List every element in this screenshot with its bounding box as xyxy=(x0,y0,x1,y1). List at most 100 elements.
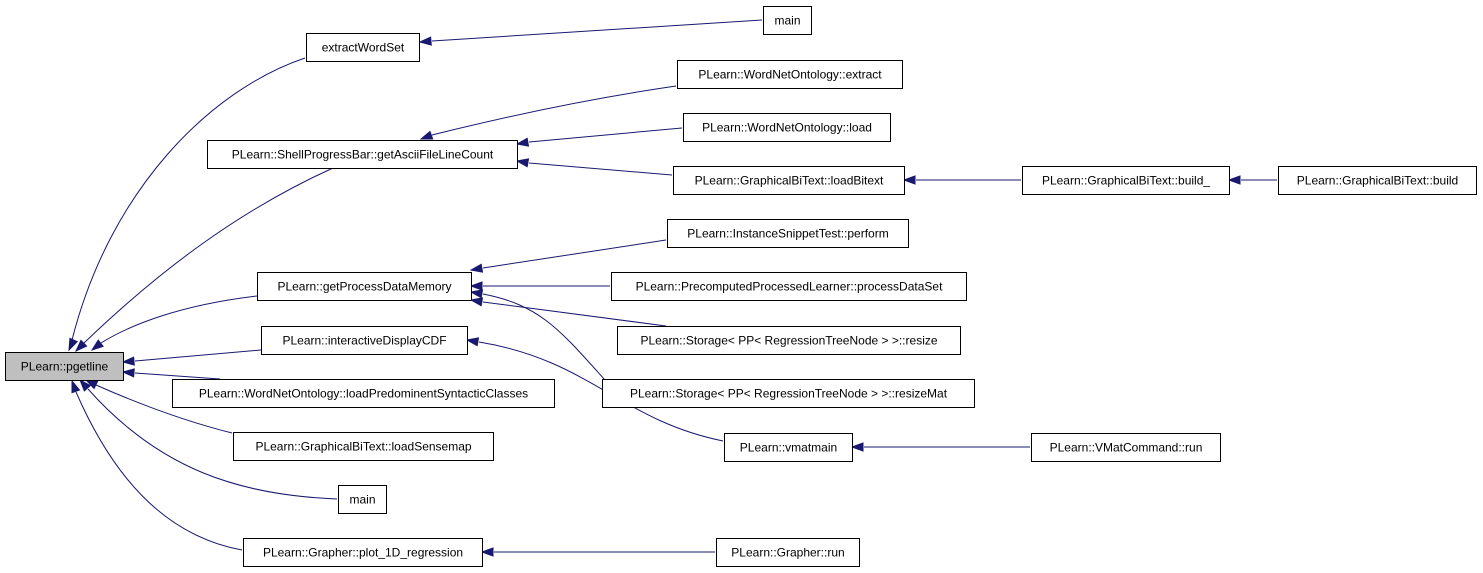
edge-ppl_processDataSet-to-getProcessDataMemory xyxy=(469,281,610,291)
node-label: PLearn::PrecomputedProcessedLearner::pro… xyxy=(636,280,944,294)
node-box xyxy=(172,379,555,408)
node-gbt_loadBitext[interactable]: PLearn::GraphicalBiText::loadBitext xyxy=(673,166,905,195)
node-grapher_run[interactable]: PLearn::Grapher::run xyxy=(716,538,860,567)
node-box xyxy=(306,33,420,62)
edge-extractWordSet-to-pgetline xyxy=(68,57,306,352)
node-wn_extract[interactable]: PLearn::WordNetOntology::extract xyxy=(677,60,903,89)
edge-gbt_loadBitext-to-getAsciiFileLineCount xyxy=(515,158,673,176)
node-label: PLearn::GraphicalBiText::build xyxy=(1297,174,1458,188)
node-box xyxy=(763,6,812,35)
edge-vmatcommand_run-to-vmatmain xyxy=(850,442,1030,452)
edge-line xyxy=(482,239,667,269)
node-label: PLearn::GraphicalBiText::loadSensemap xyxy=(255,440,471,454)
node-main_top[interactable]: main xyxy=(763,6,812,35)
edge-line xyxy=(134,372,221,380)
node-gbt_build_[interactable]: PLearn::GraphicalBiText::build_ xyxy=(1022,166,1230,195)
node-getProcessDataMemory[interactable]: PLearn::getProcessDataMemory xyxy=(257,272,472,301)
edge-getAsciiFileLineCount-to-pgetline xyxy=(74,167,334,353)
arrowhead-icon xyxy=(1227,175,1241,185)
node-label: PLearn::vmatmain xyxy=(740,441,837,455)
node-box xyxy=(1031,433,1221,462)
node-label: PLearn::Grapher::run xyxy=(731,546,844,560)
edges-layer xyxy=(68,19,1277,557)
nodes-layer: PLearn::pgetlineextractWordSetmainPLearn… xyxy=(5,6,1477,567)
node-label: PLearn::GraphicalBiText::build_ xyxy=(1042,174,1210,188)
node-box xyxy=(257,272,472,301)
arrowhead-icon xyxy=(850,442,864,452)
node-gbt_build[interactable]: PLearn::GraphicalBiText::build xyxy=(1278,166,1477,195)
node-label: PLearn::WordNetOntology::extract xyxy=(698,68,882,82)
edge-gbt_build_-to-gbt_loadBitext xyxy=(902,175,1021,185)
node-box xyxy=(1278,166,1477,195)
arrowhead-icon xyxy=(469,297,484,307)
node-box xyxy=(667,219,909,248)
edge-ist_perform-to-getProcessDataMemory xyxy=(469,239,667,273)
arrowhead-icon xyxy=(469,263,484,273)
node-box xyxy=(716,538,860,567)
node-label: extractWordSet xyxy=(322,41,405,55)
node-wn_load[interactable]: PLearn::WordNetOntology::load xyxy=(683,113,891,142)
node-box xyxy=(602,379,975,408)
node-label: PLearn::Storage< PP< RegressionTreeNode … xyxy=(630,387,948,401)
node-label: PLearn::ShellProgressBar::getAsciiFileLi… xyxy=(232,148,494,162)
edge-storage_resize-to-getProcessDataMemory xyxy=(469,297,667,327)
node-label: PLearn::Storage< PP< RegressionTreeNode … xyxy=(640,334,937,348)
edge-line xyxy=(71,57,306,341)
edge-wn_load-to-getAsciiFileLineCount xyxy=(515,127,683,147)
arrowhead-icon xyxy=(90,339,104,351)
node-box xyxy=(243,538,483,567)
node-gbt_loadSensemap[interactable]: PLearn::GraphicalBiText::loadSensemap xyxy=(233,432,494,461)
node-plot_1D_regression[interactable]: PLearn::Grapher::plot_1D_regression xyxy=(243,538,483,567)
node-label: main xyxy=(774,14,800,28)
edge-plot_1D_regression-to-pgetline xyxy=(71,379,243,551)
node-box xyxy=(1022,166,1230,195)
arrowhead-icon xyxy=(515,158,530,168)
node-getAsciiFileLineCount[interactable]: PLearn::ShellProgressBar::getAsciiFileLi… xyxy=(207,140,518,169)
arrowhead-icon xyxy=(79,378,92,392)
arrowhead-icon xyxy=(419,130,434,140)
node-box xyxy=(5,352,124,381)
arrowhead-icon xyxy=(515,137,530,147)
node-box xyxy=(338,485,387,514)
edge-line xyxy=(87,388,338,500)
edge-line xyxy=(528,127,683,143)
edge-line xyxy=(431,85,677,136)
node-box xyxy=(677,60,903,89)
node-ppl_processDataSet[interactable]: PLearn::PrecomputedProcessedLearner::pro… xyxy=(611,272,967,301)
arrowhead-icon xyxy=(465,337,480,347)
node-pgetline[interactable]: PLearn::pgetline xyxy=(5,352,124,381)
edge-main_bottom-to-pgetline xyxy=(79,378,338,500)
node-box xyxy=(683,113,891,142)
node-storage_resize[interactable]: PLearn::Storage< PP< RegressionTreeNode … xyxy=(617,326,961,355)
arrowhead-icon xyxy=(469,289,484,299)
node-storage_resizeMat[interactable]: PLearn::Storage< PP< RegressionTreeNode … xyxy=(602,379,975,408)
edge-line xyxy=(95,384,233,434)
arrowhead-icon xyxy=(418,36,432,46)
edge-line xyxy=(482,301,667,327)
edge-gbt_build-to-gbt_build_ xyxy=(1227,175,1277,185)
edge-storage_resizeMat-to-getProcessDataMemory xyxy=(469,289,606,381)
edge-line xyxy=(134,349,262,362)
edge-interactiveDisplayCDF-to-pgetline xyxy=(121,349,262,366)
node-label: PLearn::InstanceSnippetTest::perform xyxy=(687,227,888,241)
node-wn_loadPredominant[interactable]: PLearn::WordNetOntology::loadPredominent… xyxy=(172,379,555,408)
node-label: PLearn::GraphicalBiText::loadBitext xyxy=(695,174,884,188)
edge-line xyxy=(528,162,673,176)
edge-line xyxy=(100,295,258,344)
node-extractWordSet[interactable]: extractWordSet xyxy=(306,33,420,62)
edge-wn_extract-to-getAsciiFileLineCount xyxy=(419,85,677,140)
node-label: PLearn::WordNetOntology::load xyxy=(702,121,872,135)
arrowhead-icon xyxy=(469,281,483,291)
arrowhead-icon xyxy=(121,368,135,378)
node-box xyxy=(673,166,905,195)
node-ist_perform[interactable]: PLearn::InstanceSnippetTest::perform xyxy=(667,219,909,248)
node-label: PLearn::VMatCommand::run xyxy=(1050,441,1203,455)
node-vmatcommand_run[interactable]: PLearn::VMatCommand::run xyxy=(1031,433,1221,462)
node-interactiveDisplayCDF[interactable]: PLearn::interactiveDisplayCDF xyxy=(261,326,468,355)
node-box xyxy=(611,272,967,301)
node-box xyxy=(261,326,468,355)
edge-line xyxy=(431,19,763,42)
node-vmatmain[interactable]: PLearn::vmatmain xyxy=(724,433,853,462)
node-main_bottom[interactable]: main xyxy=(338,485,387,514)
edge-main_top-to-extractWordSet xyxy=(418,19,763,46)
